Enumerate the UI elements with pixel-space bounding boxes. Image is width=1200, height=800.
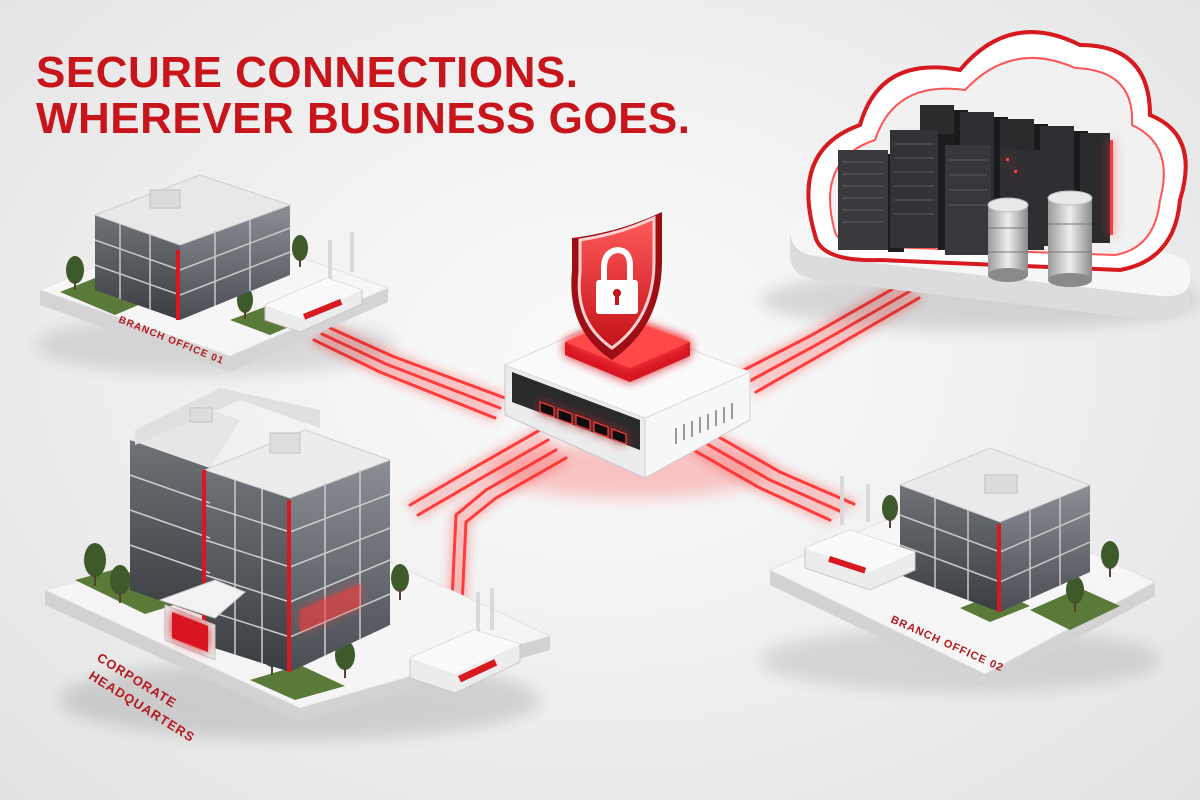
tree: [84, 543, 106, 586]
hq-router: [409, 588, 521, 694]
branch-office-02: BRANCH OFFICE 02: [760, 447, 1160, 692]
corporate-headquarters: CORPORATE HEADQUARTERS: [43, 388, 552, 745]
cloud-data-center: [760, 30, 1200, 330]
ethernet-port: [593, 421, 609, 438]
database-stack: [1047, 190, 1093, 287]
padlock-icon: [596, 246, 638, 314]
shield-lock-icon: [571, 212, 662, 360]
server-rack: [890, 130, 954, 250]
tree: [1066, 576, 1084, 612]
server-rack: [945, 145, 991, 255]
headline-line-2: WHEREVER BUSINESS GOES.: [36, 94, 691, 143]
ethernet-port: [611, 428, 627, 445]
tree: [66, 256, 84, 290]
ethernet-port: [539, 401, 555, 418]
tree: [882, 495, 898, 528]
ethernet-ports: [539, 401, 627, 445]
headline: SECURE CONNECTIONS. WHEREVER BUSINESS GO…: [36, 50, 691, 142]
branch-office-01: BRANCH OFFICE 01: [35, 174, 395, 375]
network-links: [312, 280, 921, 647]
secure-gateway: [490, 212, 770, 498]
server-racks: [838, 105, 1113, 255]
database-stack: [987, 197, 1029, 282]
hq-building: [129, 388, 392, 672]
headline-line-1: SECURE CONNECTIONS.: [36, 48, 579, 97]
branch-02-router: [804, 476, 916, 591]
ethernet-port: [575, 414, 591, 431]
tree: [1101, 541, 1119, 577]
branch-02-building: [898, 447, 1092, 612]
branch-01-building: [93, 174, 292, 320]
tree: [292, 235, 308, 267]
branch-01-router: [264, 232, 363, 333]
tree: [110, 565, 130, 603]
tree: [391, 564, 409, 600]
ethernet-port: [557, 408, 573, 425]
